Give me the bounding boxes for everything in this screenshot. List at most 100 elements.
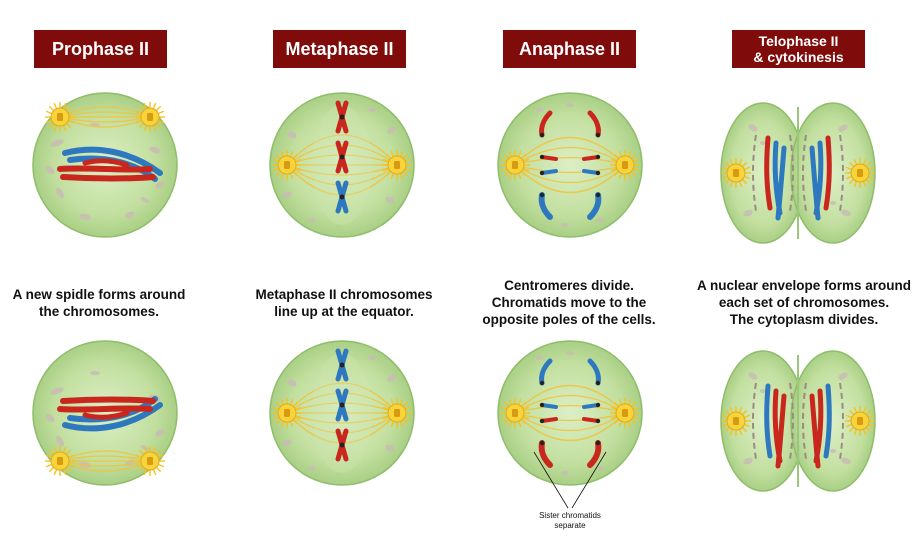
chromosome [775,393,787,469]
organelle [125,211,135,219]
centromere [539,402,545,408]
stage-title-line: Anaphase II [518,38,621,59]
organelle [56,187,64,199]
spindle-fiber [286,164,398,176]
centrosome [610,150,640,180]
chromosome [809,393,821,469]
chromatid [538,440,553,468]
centrosome [500,150,530,180]
organelle [368,108,376,112]
centromere [539,440,545,446]
centriole [622,409,628,417]
organelle [743,209,753,217]
centrosome [845,406,875,436]
centriole [857,169,863,177]
chromatid [539,110,553,138]
organelle [841,209,851,217]
centromere [595,440,601,446]
centromere [339,194,345,200]
organelle [830,201,836,205]
organelle [838,124,848,132]
spindle-fiber [514,394,626,414]
description-line: Centromeres divide. [504,278,634,293]
spindle-fiber [514,164,626,184]
chromatid [582,417,600,423]
centrosome [272,150,302,180]
organelle [830,449,836,453]
centromere [339,154,345,160]
spindle-fiber [514,136,626,166]
organelle [287,379,297,387]
organelle [155,181,165,189]
centriole [394,161,400,169]
organelle [90,371,100,375]
centromere [339,402,345,408]
spindle-fiber [286,392,398,414]
centriole [284,409,290,417]
chromosome [823,135,832,211]
spindle-fiber [514,164,626,174]
chromosome [775,145,787,221]
chromatid [582,155,600,161]
chromatid [587,440,602,468]
centromere [595,418,601,424]
centrosome [135,102,165,132]
stage-description-telophase: A nuclear envelope forms around each set… [684,277,922,328]
centriole [733,169,739,177]
description-line: opposite poles of the cells. [482,312,656,327]
annotation-line: Sister chromatids [539,511,601,520]
centriole [512,409,518,417]
spindle-fiber [514,412,626,432]
centrosome [45,446,75,476]
centromere [595,192,601,198]
centromere [539,154,545,160]
chromosome [60,396,156,404]
chromosome [82,410,130,420]
chromatid [540,155,558,161]
spindle-fiber [286,382,398,414]
stage-title-metaphase: Metaphase II [273,30,406,68]
centromere [595,132,601,138]
centriole [622,161,628,169]
centromere [539,170,545,176]
organelle [385,444,395,452]
prophase-cell-illustration-bottom [32,340,178,486]
chromatid [587,358,601,386]
organelle [760,389,766,393]
organelle [387,374,397,382]
chromatid [582,169,600,175]
centriole [57,113,63,121]
spindle-fiber [286,412,398,424]
spindle-fiber [514,156,626,166]
description-line: A nuclear envelope forms around [696,278,912,293]
organelle [566,103,574,107]
centromere [595,154,601,160]
spindle-fiber [514,146,626,166]
organelle [155,429,165,437]
centromere [539,132,545,138]
centrosome [45,102,75,132]
cell-membrane [32,92,178,238]
organelle [387,126,397,134]
organelle [748,372,758,380]
centromere [539,380,545,386]
metaphase-cell-illustration-bottom [269,340,415,486]
organelle [841,457,851,465]
spindle-fiber [514,412,626,422]
stage-description-metaphase: Metaphase II chromosomes line up at the … [229,286,459,320]
centromere [339,362,345,368]
spindle-fiber [514,412,626,442]
description-line: the chromosomes. [38,304,160,319]
centromere [339,442,345,448]
centrosome [500,398,530,428]
chromosome [82,158,130,168]
stage-title-line: Prophase II [51,38,150,59]
organelle [743,457,753,465]
centrosome [382,398,412,428]
spindle-fiber [286,164,398,186]
chromatid [587,192,602,220]
metaphase-cell-illustration-top [269,92,415,238]
telophase-cell-illustration-bottom [720,350,876,492]
stage-title-line: & cytokinesis [753,49,844,65]
